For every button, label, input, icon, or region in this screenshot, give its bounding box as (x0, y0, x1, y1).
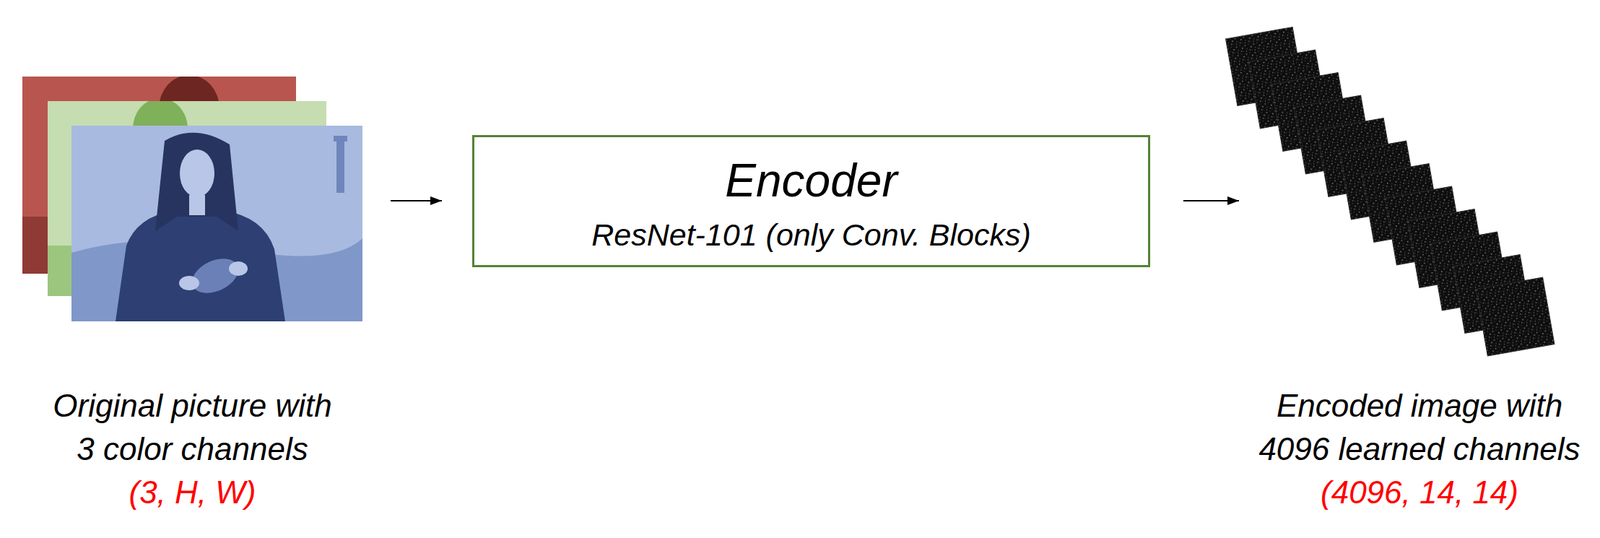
caption-text: (3, H, W) (46, 470, 339, 515)
hair (155, 132, 239, 232)
encoder-box: EncoderResNet-101 (only Conv. Blocks) (472, 135, 1151, 268)
encoded-image: Encoded image with 4096 learned channels… (1249, 30, 1590, 515)
input-image: Original picture with 3 color channels(3… (22, 76, 363, 515)
face (179, 149, 215, 198)
tower-top (333, 135, 348, 142)
arrow-connector (1183, 200, 1239, 202)
shape-text: Encoder (724, 153, 897, 208)
caption-text: (4096, 14, 14) (1249, 470, 1590, 515)
jacket (115, 210, 286, 322)
feature-map-stack (1225, 27, 1555, 356)
feature-map (1475, 277, 1555, 356)
tower (336, 138, 345, 193)
caption-text: Encoded image with 4096 learned channels (1249, 384, 1590, 471)
blue-channel-image (71, 125, 363, 322)
football (186, 251, 244, 301)
hand (228, 261, 248, 276)
shape-text: ResNet-101 (only Conv. Blocks) (591, 214, 1032, 255)
arrow-connector (390, 200, 442, 202)
blue-channel (71, 125, 363, 322)
caption-text: Original picture with 3 color channels (46, 384, 339, 471)
neck (189, 194, 206, 216)
hand (179, 275, 200, 291)
